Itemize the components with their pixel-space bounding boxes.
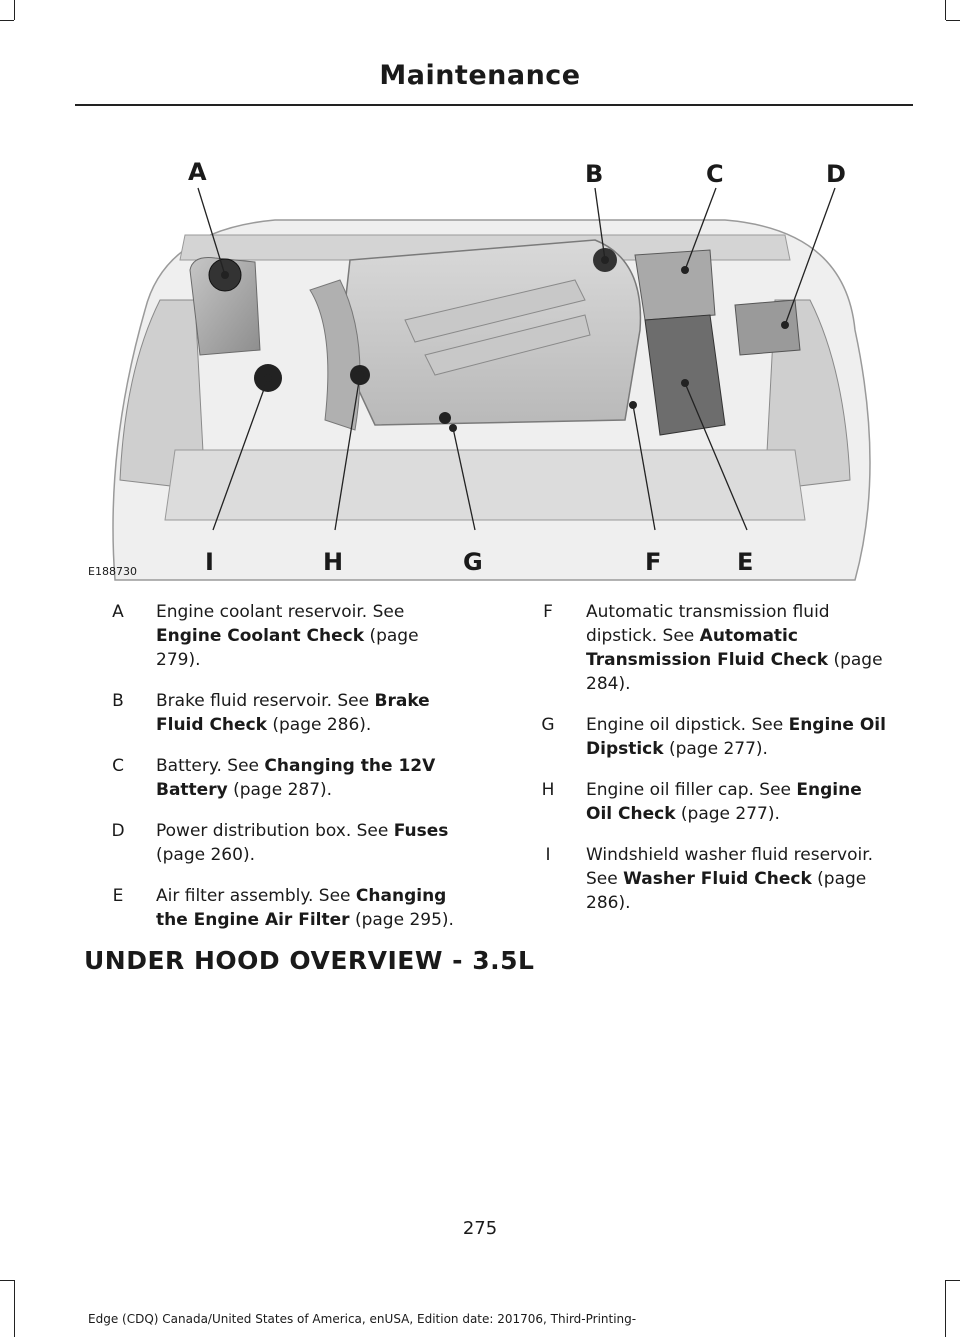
legend-text: Brake fluid reservoir. See: [156, 691, 375, 711]
legend-text: Automatic transmission fluid dipstick. S…: [586, 602, 830, 646]
crop-mark-bottom-left-h: [0, 1280, 14, 1281]
crop-mark-top-right-v: [945, 0, 946, 20]
callout-g: G: [463, 548, 483, 576]
callout-e: E: [737, 548, 754, 576]
legend-letter: H: [541, 780, 555, 800]
legend-page: (page 286).: [586, 869, 867, 913]
legend-left-column: A Engine coolant reservoir. See Engine C…: [100, 600, 460, 949]
legend-letter: E: [112, 886, 124, 906]
legend-link[interactable]: Brake Fluid Check: [156, 691, 430, 735]
legend-item-f: F Automatic transmission fluid dipstick.…: [530, 600, 890, 696]
legend-link[interactable]: Automatic Transmission Fluid Check: [586, 626, 829, 670]
legend-page: (page 277).: [675, 804, 780, 824]
legend-letter: B: [112, 691, 124, 711]
legend-link[interactable]: Engine Coolant Check: [156, 626, 365, 646]
section-heading: UNDER HOOD OVERVIEW - 3.5L: [84, 946, 535, 975]
legend-link[interactable]: Changing the Engine Air Filter: [156, 886, 447, 930]
legend-item-h: H Engine oil filler cap. See Engine Oil …: [530, 778, 890, 826]
legend-page: (page 260).: [156, 845, 255, 865]
legend-page: (page 295).: [349, 910, 454, 930]
legend-text: Air filter assembly. See: [156, 886, 356, 906]
legend-item-e: E Air filter assembly. See Changing the …: [100, 884, 460, 932]
legend-link[interactable]: Fuses: [393, 821, 449, 841]
legend-text: Engine oil filler cap. See: [586, 780, 797, 800]
callout-a: A: [188, 158, 207, 186]
legend-link[interactable]: Washer Fluid Check: [623, 869, 812, 889]
legend-letter: A: [112, 602, 124, 622]
legend-link[interactable]: Engine Oil Check: [586, 780, 862, 824]
legend-link[interactable]: Engine Oil Dipstick: [586, 715, 886, 759]
legend-letter: G: [541, 715, 555, 735]
legend-text: Power distribution box. See: [156, 821, 394, 841]
legend-item-b: B Brake fluid reservoir. See Brake Fluid…: [100, 689, 460, 737]
crop-mark-top-left-h: [0, 20, 14, 21]
callout-b: B: [585, 160, 604, 188]
legend-item-d: D Power distribution box. See Fuses (pag…: [100, 819, 460, 867]
legend-link[interactable]: Changing the 12V Battery: [156, 756, 436, 800]
engine-bay-drawing: [112, 187, 871, 581]
legend-text: Battery. See: [156, 756, 265, 776]
crop-mark-bottom-right-v: [945, 1280, 946, 1337]
legend-right-column: F Automatic transmission fluid dipstick.…: [530, 600, 890, 932]
crop-mark-top-right-h: [946, 20, 960, 21]
engine-bay-illustration: [85, 150, 885, 590]
callout-d: D: [826, 160, 846, 188]
legend-item-g: G Engine oil dipstick. See Engine Oil Di…: [530, 713, 890, 761]
legend-item-c: C Battery. See Changing the 12V Battery …: [100, 754, 460, 802]
legend-page: (page 277).: [663, 739, 768, 759]
callout-i: I: [205, 548, 214, 576]
legend-page: (page 284).: [586, 650, 883, 694]
legend-text: Engine oil dipstick. See: [586, 715, 789, 735]
legend-page: (page 279).: [156, 626, 419, 670]
legend-letter: I: [545, 845, 551, 865]
callout-f: F: [645, 548, 662, 576]
page-title: Maintenance: [379, 60, 581, 91]
legend-text: Engine coolant reservoir. See: [156, 602, 405, 622]
page-number: 275: [462, 1218, 498, 1239]
legend-page: (page 286).: [266, 715, 372, 735]
legend-item-i: I Windshield washer fluid reservoir. See…: [530, 843, 890, 915]
crop-mark-bottom-right-h: [946, 1280, 960, 1281]
legend-letter: C: [112, 756, 124, 776]
footer-edition: Edge (CDQ) Canada/United States of Ameri…: [88, 1312, 637, 1326]
crop-mark-top-left-v: [14, 0, 15, 20]
header-rule: [75, 104, 913, 106]
legend-page: (page 287).: [227, 780, 333, 800]
legend-item-a: A Engine coolant reservoir. See Engine C…: [100, 600, 460, 672]
callout-c: C: [706, 160, 724, 188]
callout-h: H: [323, 548, 344, 576]
figure-id: E188730: [88, 565, 137, 578]
crop-mark-bottom-left-v: [14, 1280, 15, 1337]
legend-text: Windshield washer fluid reservoir. See: [586, 845, 874, 889]
legend-letter: D: [111, 821, 125, 841]
legend-letter: F: [543, 602, 553, 622]
